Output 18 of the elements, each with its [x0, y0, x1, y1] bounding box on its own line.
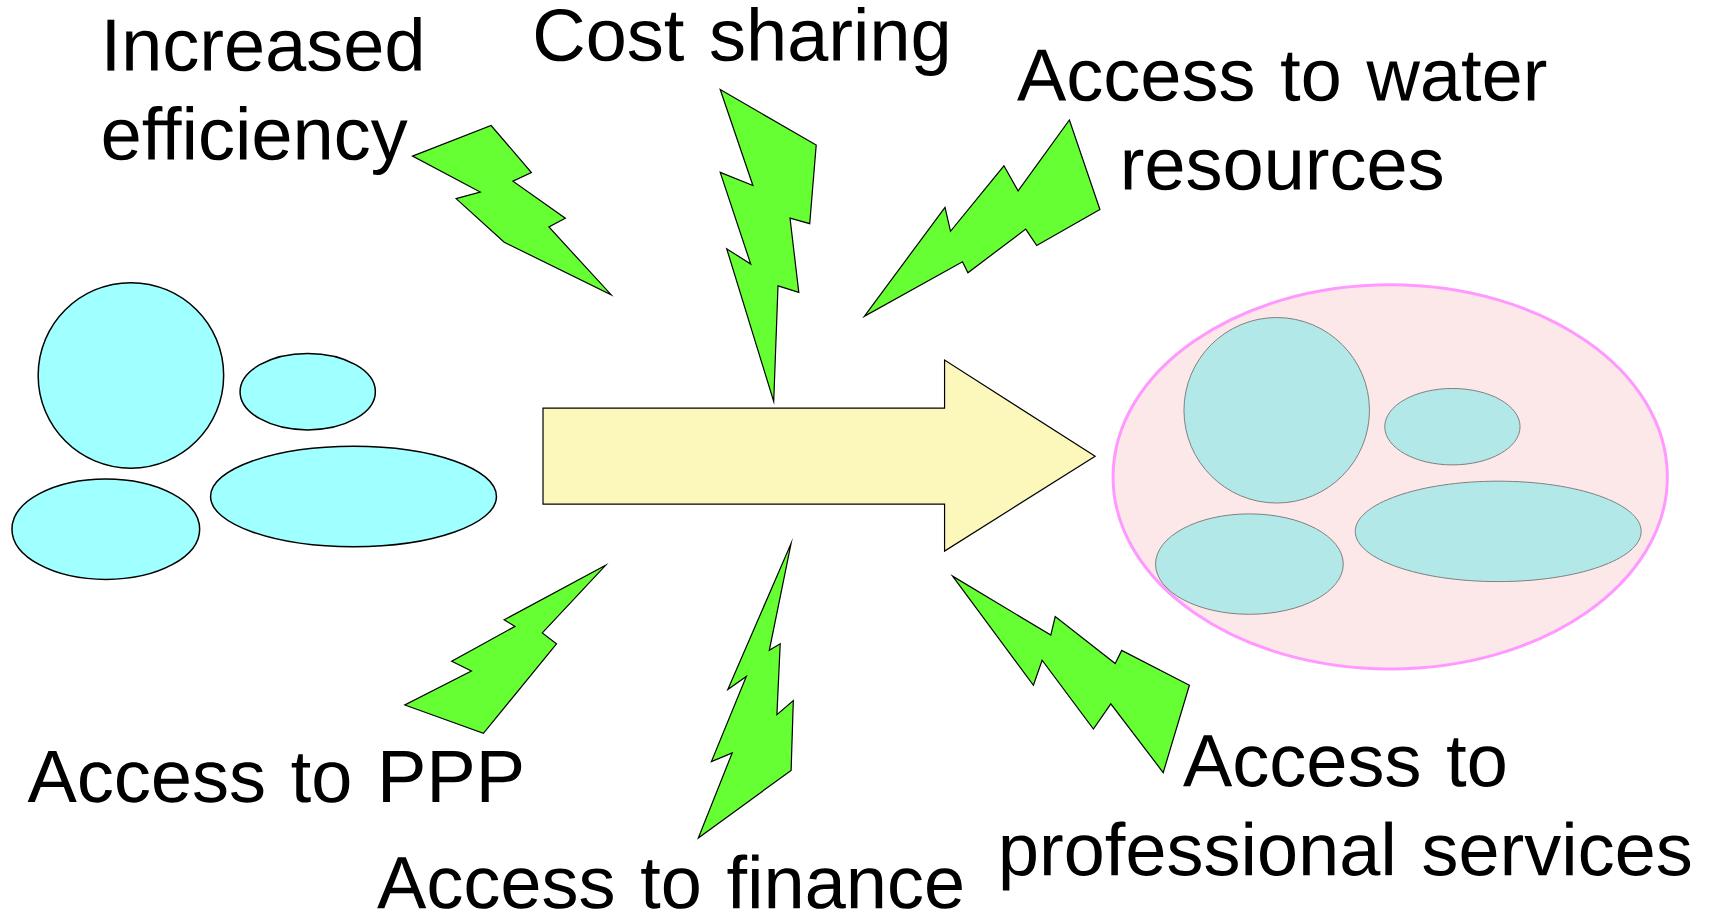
ellipse — [1354, 480, 1642, 583]
lightning-bolt — [719, 88, 817, 406]
ellipse — [209, 445, 498, 548]
label: Increased efficiency — [103, 17, 421, 175]
label: Access to professional services — [1002, 735, 1691, 891]
label: Access to water resources — [1017, 49, 1547, 191]
label: Access to PPP — [27, 751, 522, 803]
lightning-bolt — [411, 124, 614, 297]
circle — [37, 281, 225, 469]
ellipse — [1384, 388, 1521, 466]
label: Cost sharing — [536, 7, 947, 76]
ellipse — [239, 352, 377, 431]
lightning-bolt — [862, 118, 1101, 319]
ellipse — [1155, 513, 1344, 615]
ellipse — [11, 478, 201, 581]
block-arrow — [542, 359, 1097, 553]
label: Access to finance — [377, 854, 962, 909]
circle — [1183, 317, 1370, 504]
